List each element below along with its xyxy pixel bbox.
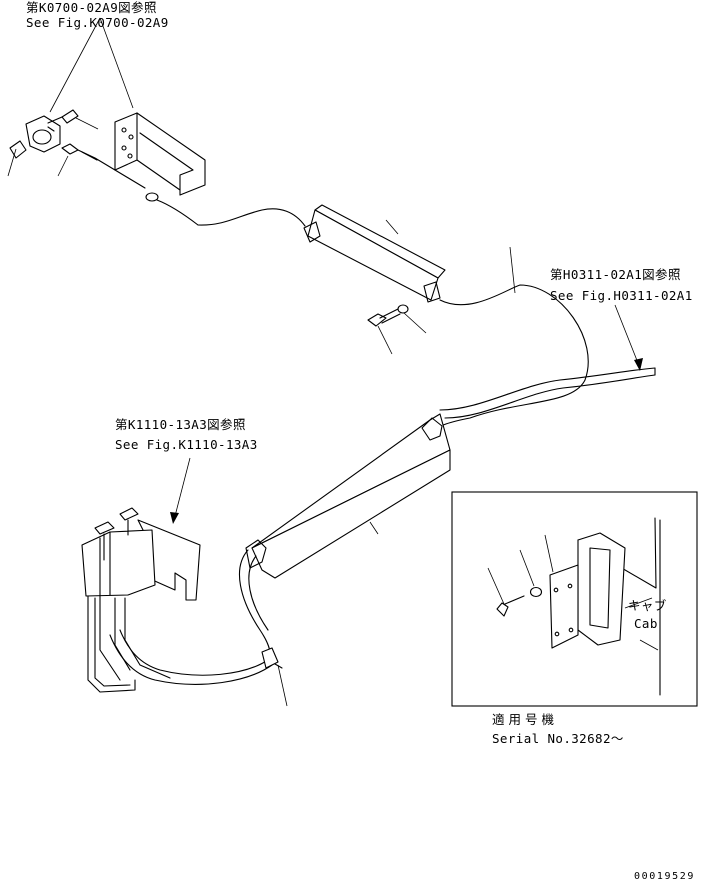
inset-cab-detail — [487, 517, 661, 696]
bolt-and-washer — [367, 304, 427, 355]
lower-cover — [245, 413, 451, 579]
ref-k0700-jp: 第K0700-02A9図参照 — [26, 0, 157, 15]
bracket — [114, 112, 206, 196]
upper-cover — [303, 204, 446, 303]
cab-label-en: Cab — [634, 616, 658, 631]
drawing-number: 00019529 — [634, 871, 695, 882]
serial-label-jp: 適用号機 — [492, 712, 559, 727]
ref-k0700-en: See Fig.K0700-02A9 — [26, 15, 169, 30]
cable-to-h0311 — [439, 367, 656, 411]
cable-loop — [429, 284, 589, 433]
washer-tank — [81, 507, 201, 693]
ref-h0311-jp: 第H0311-02A1図参照 — [550, 267, 681, 282]
ref-k1110-jp: 第K1110-13A3図参照 — [115, 417, 246, 432]
switch-assembly — [7, 17, 199, 226]
inset-frame — [451, 491, 698, 707]
cab-label-jp: キャブ — [628, 598, 667, 613]
ref-k1110-en: See Fig.K1110-13A3 — [115, 437, 258, 452]
serial-label-en: Serial No.32682〜 — [492, 731, 624, 746]
cable-upper — [197, 208, 306, 227]
